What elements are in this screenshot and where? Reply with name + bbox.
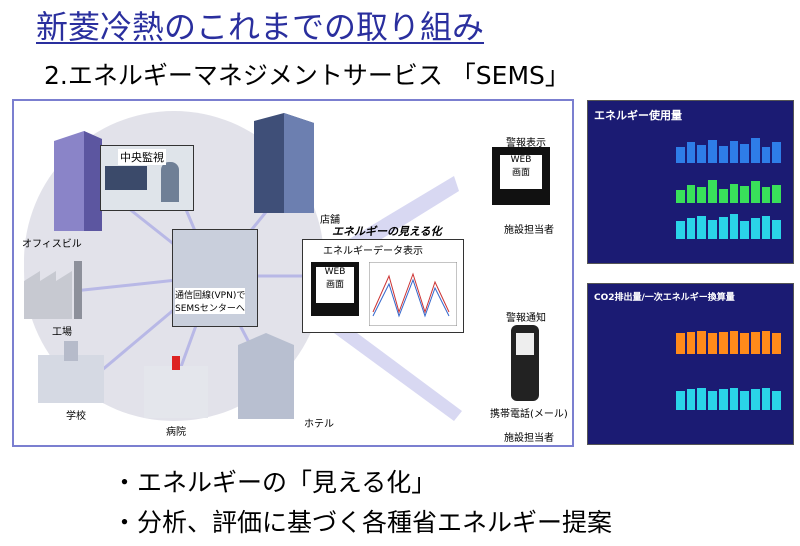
energy-usage-screen: エネルギー使用量 (587, 100, 794, 264)
co2-screen-title: CO2排出量/一次エネルギー換算量 (594, 293, 735, 303)
store-label: 店舗 (320, 215, 340, 226)
energy-data-display-label: エネルギーデータ表示 (323, 246, 423, 257)
energy-chart-icon (369, 262, 457, 326)
hotel-label: ホテル (304, 419, 334, 430)
mobile-phone-icon (511, 325, 539, 401)
facility-manager-label-top: 施設担当者 (504, 225, 554, 236)
alarm-notice-label: 警報通知 (506, 313, 546, 324)
alarm-pc-icon: WEB 画面 (492, 147, 550, 205)
energy-data-box: エネルギーデータ表示 WEB 画面 (302, 239, 464, 333)
office-building-icon (54, 131, 102, 231)
bullet-list: ・エネルギーの「見える化」 ・分析、評価に基づく各種省エネルギー提案 (112, 463, 612, 543)
page-title: 新菱冷熱のこれまでの取り組み (36, 8, 485, 46)
alarm-display-label: 警報表示 (506, 138, 546, 149)
hospital-label: 病院 (166, 427, 186, 438)
bullet-item: ・エネルギーの「見える化」 (112, 468, 437, 497)
store-building-icon (254, 113, 314, 213)
web-monitor: WEB 画面 (311, 262, 359, 316)
page-subtitle: 2.エネルギーマネジメントサービス 「SEMS」 (44, 61, 570, 90)
co2-emission-screen: CO2排出量/一次エネルギー換算量 (587, 283, 794, 445)
energy-usage-screen-title: エネルギー使用量 (594, 109, 682, 122)
sems-diagram: オフィスビル 中央監視 店舗 工場 学校 病院 ホテル 通信回線(VPN)で S… (12, 99, 574, 447)
sems-center-box: 通信回線(VPN)で SEMSセンターへ (172, 229, 258, 327)
school-icon (38, 341, 104, 403)
hotel-icon (238, 333, 294, 419)
vpn-center-label: 通信回線(VPN)で SEMSセンターへ (175, 288, 246, 314)
hospital-icon (144, 356, 208, 418)
school-label: 学校 (66, 411, 86, 422)
office-building-label: オフィスビル (22, 239, 82, 250)
mobile-phone-label: 携帯電話(メール) (490, 409, 568, 420)
factory-icon (24, 261, 82, 319)
visualization-title: エネルギーの見える化 (332, 225, 442, 238)
bullet-item: ・分析、評価に基づく各種省エネルギー提案 (112, 508, 613, 537)
facility-manager-label-bottom: 施設担当者 (504, 433, 554, 444)
central-monitor-label: 中央監視 (118, 149, 166, 165)
factory-label: 工場 (52, 327, 72, 338)
